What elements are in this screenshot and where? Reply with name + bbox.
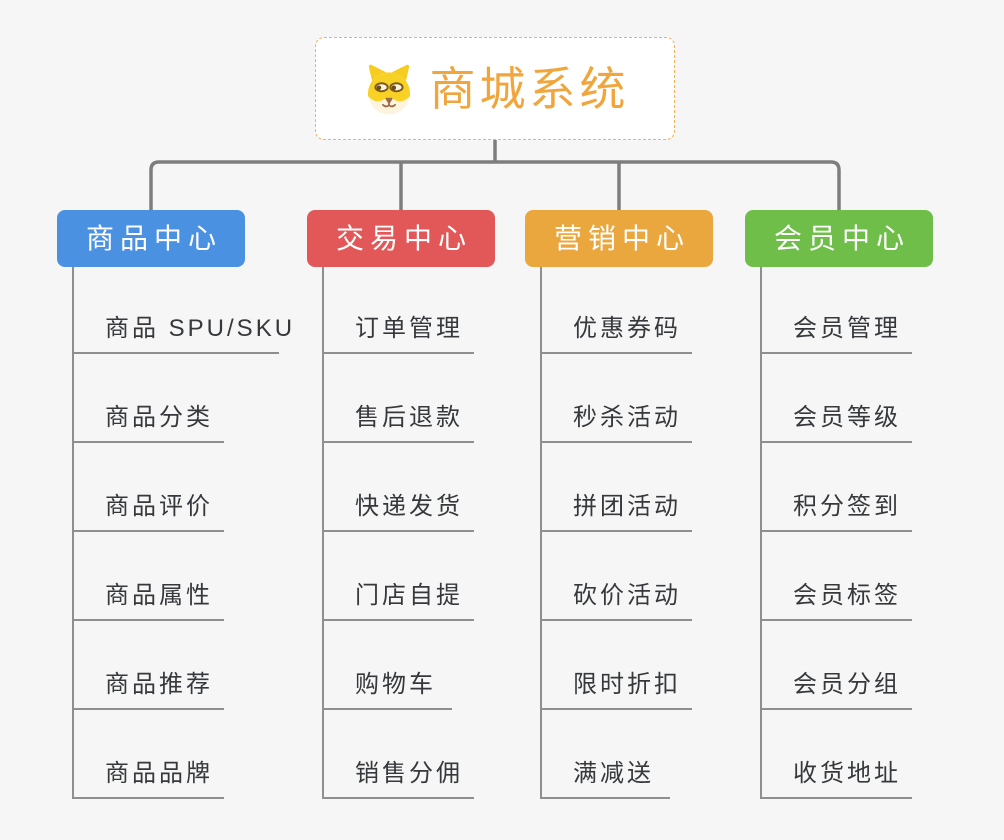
topic-item[interactable]: 砍价活动 [540,581,692,621]
branch-node-marketing-center[interactable]: 营销中心 [525,210,713,267]
branch-label: 商品中心 [85,222,222,254]
branch-marketing-center: 营销中心 优惠券码 秒杀活动 拼团活动 砍价活动 限时折扣 满减送 [525,0,775,840]
branch-spine [540,267,542,799]
topic-item[interactable]: 商品分类 [72,403,224,443]
branch-label: 交易中心 [335,222,472,254]
branch-spine [322,267,324,799]
topic-item[interactable]: 快递发货 [322,492,474,532]
topic-item[interactable]: 商品推荐 [72,670,224,710]
root-topic-label: 商城系统 [429,62,630,115]
topic-item[interactable]: 满减送 [540,759,670,799]
topic-item[interactable]: 秒杀活动 [540,403,692,443]
topic-item[interactable]: 优惠券码 [540,314,692,354]
topic-item[interactable]: 商品评价 [72,492,224,532]
topic-item[interactable]: 门店自提 [322,581,474,621]
topic-item[interactable]: 积分签到 [760,492,912,532]
topic-item[interactable]: 商品品牌 [72,759,224,799]
topic-item[interactable]: 售后退款 [322,403,474,443]
topic-item[interactable]: 会员管理 [760,314,912,354]
branch-label: 营销中心 [553,222,690,254]
root-topic[interactable]: 商城系统 [315,37,675,140]
topic-item[interactable]: 订单管理 [322,314,474,354]
topic-item[interactable]: 会员分组 [760,670,912,710]
topic-item[interactable]: 商品 SPU/SKU [72,314,292,354]
topic-item[interactable]: 会员等级 [760,403,912,443]
topic-item[interactable]: 收货地址 [760,759,912,799]
topic-item[interactable]: 购物车 [322,670,452,710]
topic-item[interactable]: 销售分佣 [322,759,474,799]
branch-node-trade-center[interactable]: 交易中心 [307,210,495,267]
doge-icon [367,64,410,114]
branch-spine [72,267,74,799]
branch-label: 会员中心 [773,222,910,254]
topic-item[interactable]: 限时折扣 [540,670,692,710]
topic-item[interactable]: 拼团活动 [540,492,692,532]
topic-item[interactable]: 商品属性 [72,581,224,621]
branch-trade-center: 交易中心 订单管理 售后退款 快递发货 门店自提 购物车 销售分佣 [307,0,557,840]
branch-node-product-center[interactable]: 商品中心 [57,210,245,267]
topic-item[interactable]: 会员标签 [760,581,912,621]
branch-member-center: 会员中心 会员管理 会员等级 积分签到 会员标签 会员分组 收货地址 [745,0,995,840]
branch-node-member-center[interactable]: 会员中心 [745,210,933,267]
branch-spine [760,267,762,799]
branch-product-center: 商品中心 商品 SPU/SKU 商品分类 商品评价 商品属性 商品推荐 商品品牌 [57,0,307,840]
